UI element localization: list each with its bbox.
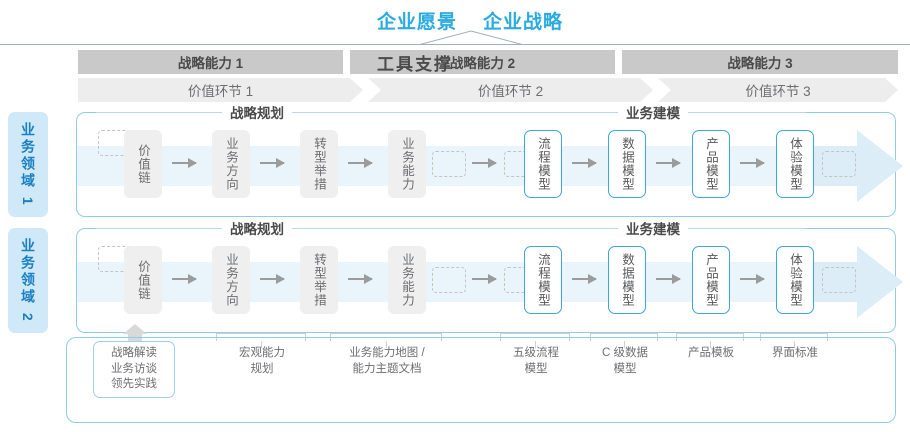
row2-arrow-1 — [172, 274, 197, 284]
row1-arrow-6 — [656, 158, 681, 168]
row1-step-6-label: 数据模型 — [620, 137, 634, 191]
value-link-row: 价值环节 1 价值环节 2 价值环节 3 — [78, 78, 898, 102]
flow-arrow-head — [857, 130, 903, 202]
row1-arrow-7 — [740, 158, 765, 168]
row1-step-product-model[interactable]: 产品模型 — [692, 130, 730, 198]
tool-label-process-model: 五级流程 模型 — [513, 347, 559, 375]
row2-step-8-label: 体验模型 — [788, 253, 802, 307]
row2-step-data-model[interactable]: 数据模型 — [608, 246, 646, 314]
row2-step-product-model[interactable]: 产品模型 — [692, 246, 730, 314]
row2-placeholder-2 — [432, 267, 466, 293]
row2-arrow-2 — [260, 274, 285, 284]
row2-step-transformation[interactable]: 转型举措 — [300, 246, 338, 314]
row1-arrow-1 — [172, 158, 197, 168]
row1-step-7-label: 产品模型 — [704, 137, 718, 191]
value-link-cell-2: 价值环节 2 — [368, 78, 653, 102]
row1-step-2-label: 业务方向 — [224, 137, 238, 191]
row1-arrow-2 — [260, 158, 285, 168]
row2-section-business-modeling: 业务建模 — [618, 220, 688, 237]
flow-arrow-head — [857, 246, 903, 318]
row1-arrow-4 — [472, 158, 497, 168]
row1-placeholder-2 — [432, 151, 466, 177]
row2-step-business-capability[interactable]: 业务能力 — [388, 246, 426, 314]
domain-2-label: 业务领域 2 — [20, 237, 36, 324]
domain-row-2 — [76, 228, 903, 333]
row1-step-5-label: 流程模型 — [536, 137, 550, 191]
row1-arrow-3 — [348, 158, 373, 168]
row2-step-3-label: 转型举措 — [312, 253, 326, 307]
row2-arrow-4 — [472, 274, 497, 284]
bracket-stem-6 — [794, 341, 795, 348]
bracket-stem-2 — [386, 341, 387, 348]
flow-band — [77, 146, 867, 186]
row1-step-process-model[interactable]: 流程模型 — [524, 130, 562, 198]
enterprise-vision-title: 企业愿景 — [376, 11, 457, 33]
sidebar-item-domain-1[interactable]: 业务领域 1 — [8, 112, 48, 217]
capability-cell-2: 战略能力 2 — [350, 50, 615, 74]
row1-step-3-label: 转型举措 — [312, 137, 326, 191]
capability-cell-3: 战略能力 3 — [622, 50, 898, 74]
tool-label-capability-map: 业务能力地图 / 能力主题文档 — [349, 347, 425, 375]
row2-step-2-label: 业务方向 — [224, 253, 238, 307]
row2-step-value-chain[interactable]: 价值链 — [124, 246, 162, 314]
tool-support-title: 工具支撑 — [377, 55, 453, 74]
tool-label-macro-capability: 宏观能力 规划 — [239, 347, 285, 375]
row2-arrow-5 — [572, 274, 597, 284]
row1-step-business-capability[interactable]: 业务能力 — [388, 130, 426, 198]
row2-placeholder-4 — [822, 267, 856, 293]
tool-support-container — [66, 337, 896, 423]
row1-section-business-modeling: 业务建模 — [618, 104, 688, 121]
row1-step-data-model[interactable]: 数据模型 — [608, 130, 646, 198]
row2-step-5-label: 流程模型 — [536, 253, 550, 307]
capability-bar-row: 战略能力 1 战略能力 2 战略能力 3 — [78, 50, 898, 74]
row1-step-8-label: 体验模型 — [788, 137, 802, 191]
row1-step-transformation[interactable]: 转型举措 — [300, 130, 338, 198]
row1-step-experience-model[interactable]: 体验模型 — [776, 130, 814, 198]
row2-arrow-7 — [740, 274, 765, 284]
row2-step-business-direction[interactable]: 业务方向 — [212, 246, 250, 314]
tool-label-ui-standard: 界面标准 — [772, 347, 818, 359]
row2-step-1-label: 价值链 — [136, 259, 150, 301]
top-chevron-peak — [418, 30, 524, 45]
bracket-stem-4 — [624, 341, 625, 348]
domain-row-1 — [76, 112, 903, 217]
row2-step-4-label: 业务能力 — [400, 253, 414, 307]
row1-caption-line — [96, 112, 806, 113]
row2-step-experience-model[interactable]: 体验模型 — [776, 246, 814, 314]
row2-section-strategy-planning: 战略规划 — [222, 220, 292, 237]
bracket-stem-3 — [535, 341, 536, 348]
row2-arrow-6 — [656, 274, 681, 284]
bracket-stem-1 — [261, 341, 262, 348]
row2-arrow-3 — [348, 274, 373, 284]
top-divider-line — [0, 44, 910, 45]
enterprise-strategy-title: 企业战略 — [483, 11, 564, 33]
row1-placeholder-4 — [822, 151, 856, 177]
row1-step-1-label: 价值链 — [136, 143, 150, 185]
tool-label-data-model: C 级数据 模型 — [602, 347, 648, 375]
sidebar-item-domain-2[interactable]: 业务领域 2 — [8, 228, 48, 333]
row1-step-4-label: 业务能力 — [400, 137, 414, 191]
row2-caption-line — [96, 228, 806, 229]
row2-step-6-label: 数据模型 — [620, 253, 634, 307]
tool-tag-strategy[interactable]: 战略解读 业务访谈 领先实践 — [93, 341, 175, 398]
domain-1-label: 业务领域 1 — [20, 121, 36, 208]
value-link-cell-1: 价值环节 1 — [78, 78, 363, 102]
bracket-stem-5 — [710, 341, 711, 348]
row1-arrow-5 — [572, 158, 597, 168]
flow-band — [77, 262, 867, 302]
row2-step-process-model[interactable]: 流程模型 — [524, 246, 562, 314]
top-titles: 企业愿景 企业战略 — [330, 6, 610, 34]
row1-section-strategy-planning: 战略规划 — [222, 104, 292, 121]
capability-cell-1: 战略能力 1 — [78, 50, 343, 74]
row1-step-business-direction[interactable]: 业务方向 — [212, 130, 250, 198]
value-link-cell-3: 价值环节 3 — [658, 78, 898, 102]
row2-step-7-label: 产品模型 — [704, 253, 718, 307]
tool-label-product-template: 产品模板 — [688, 347, 734, 359]
row1-step-value-chain[interactable]: 价值链 — [124, 130, 162, 198]
